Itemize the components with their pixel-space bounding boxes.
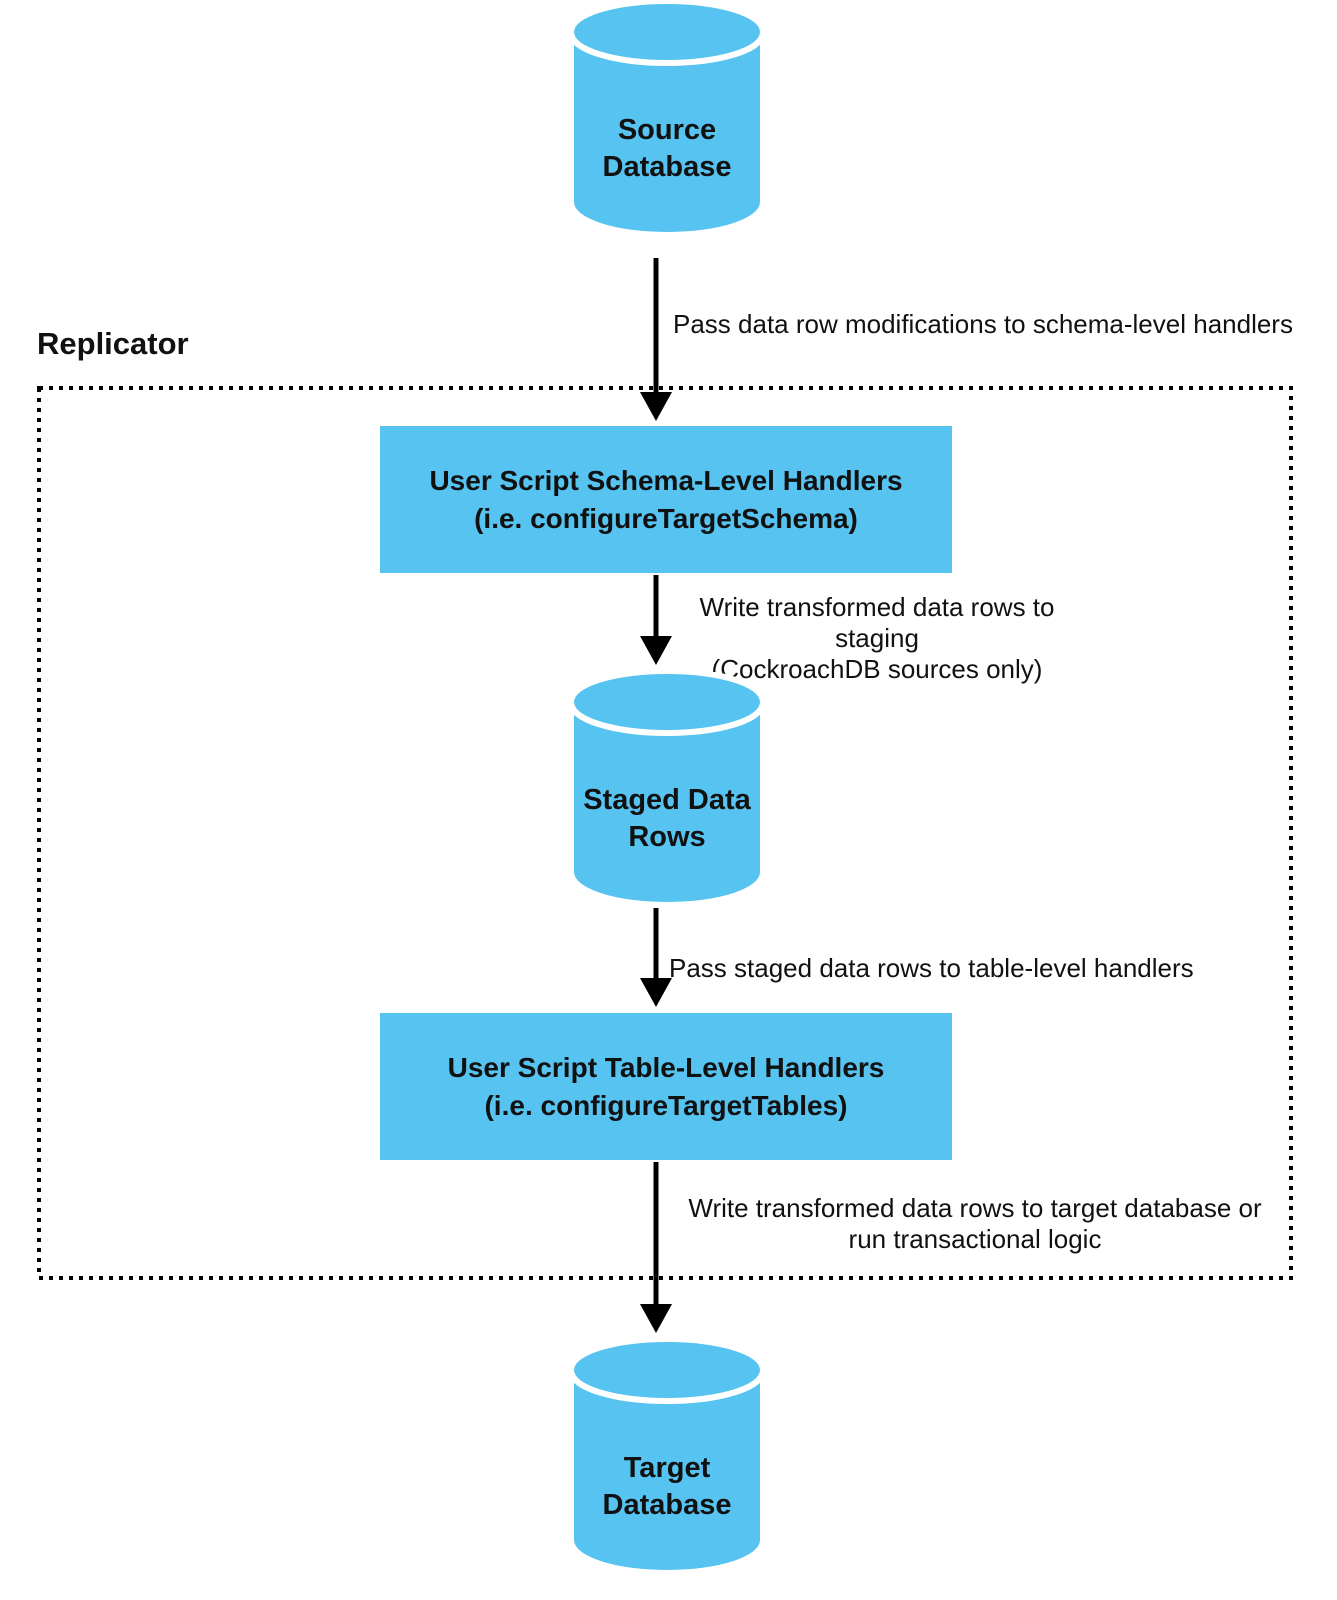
arrowhead-icon: [640, 392, 672, 421]
arrow-table-handlers-to-target-db: [640, 1162, 672, 1333]
node-label: Source Database: [602, 113, 732, 183]
node-label: User Script Table-Level Handlers (i.e. c…: [447, 1051, 885, 1121]
node-label: Staged Data Rows: [583, 783, 751, 853]
edge-label-pass-row-modifications: Pass data row modifications to schema-le…: [673, 309, 1293, 339]
arrowhead-icon: [640, 636, 672, 665]
replicator-group-label: Replicator: [37, 326, 189, 361]
database-cylinder-icon: [568, 1336, 766, 1570]
node-label: User Script Schema-Level Handlers (i.e. …: [429, 464, 903, 534]
node-schema-level-handlers: User Script Schema-Level Handlers (i.e. …: [380, 426, 952, 573]
arrow-staged-rows-to-table-handlers: [640, 908, 672, 1007]
arrow-schema-handlers-to-staged-rows: [640, 575, 672, 665]
node-target-database: Target Database: [568, 1336, 766, 1575]
edge-label-pass-staged-rows: Pass staged data rows to table-level han…: [669, 953, 1194, 983]
node-staged-data-rows: Staged Data Rows: [568, 668, 766, 907]
edge-label-write-to-target: Write transformed data rows to target da…: [688, 1193, 1262, 1254]
arrow-source-to-schema-handlers: [640, 258, 672, 421]
database-cylinder-icon: [568, 668, 766, 902]
database-cylinder-icon: [568, 0, 766, 232]
node-label: Target Database: [602, 1451, 732, 1521]
node-table-level-handlers: User Script Table-Level Handlers (i.e. c…: [380, 1013, 952, 1160]
node-source-database: Source Database: [568, 0, 766, 237]
arrowhead-icon: [640, 1304, 672, 1333]
arrowhead-icon: [640, 978, 672, 1007]
